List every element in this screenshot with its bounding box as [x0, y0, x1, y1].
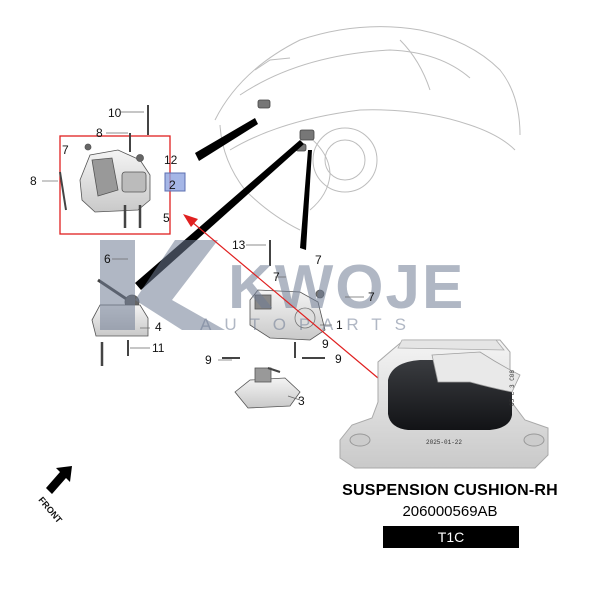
callout-6: 6 — [104, 252, 111, 266]
mount-rh-drawing — [59, 105, 151, 228]
watermark-subtitle: AUTOPARTS — [200, 315, 419, 334]
car-outline — [214, 26, 521, 231]
callout-7-box: 7 — [62, 143, 69, 157]
front-label: FRONT — [36, 495, 64, 526]
callout-7-right: 7 — [368, 290, 375, 304]
part-number: 206000569AB — [402, 503, 498, 520]
part-stamp-date: 2025-01-22 — [426, 439, 462, 446]
callout-11: 11 — [152, 341, 165, 355]
callout-leaders — [42, 111, 364, 401]
red-pointer-arrow — [183, 214, 379, 379]
watermark: KWOJE AUTOPARTS — [100, 240, 465, 334]
part-stamp-code: 05 L 3 C08 — [509, 370, 516, 406]
bracket-part-3 — [222, 357, 325, 409]
callout-9-right: 9 — [335, 352, 342, 366]
product-title: SUSPENSION CUSHION-RH — [342, 482, 558, 499]
watermark-brand: KWOJE — [228, 253, 465, 322]
callout-10: 10 — [108, 106, 122, 120]
callout-13: 13 — [232, 238, 246, 252]
callout-9-mid: 9 — [322, 337, 329, 351]
callout-12: 12 — [164, 153, 178, 167]
callout-4: 4 — [155, 320, 162, 334]
callout-numbers: 10 8 7 8 12 2 5 6 4 11 13 7 7 7 1 9 9 9 … — [30, 106, 375, 408]
callout-8-left: 8 — [30, 174, 37, 188]
callout-8-top: 8 — [96, 126, 103, 140]
highlight-marker — [164, 172, 186, 192]
callout-1: 1 — [336, 318, 343, 332]
model-badge: T1C — [383, 526, 519, 548]
callout-3: 3 — [298, 394, 305, 408]
callout-9-left: 9 — [205, 353, 212, 367]
callout-2: 2 — [169, 178, 176, 192]
callout-5: 5 — [163, 211, 170, 225]
callout-7-right-top: 7 — [315, 253, 322, 267]
front-arrow-icon: FRONT — [36, 466, 72, 525]
product-photo: 2025-01-22 05 L 3 C08 — [339, 339, 549, 469]
